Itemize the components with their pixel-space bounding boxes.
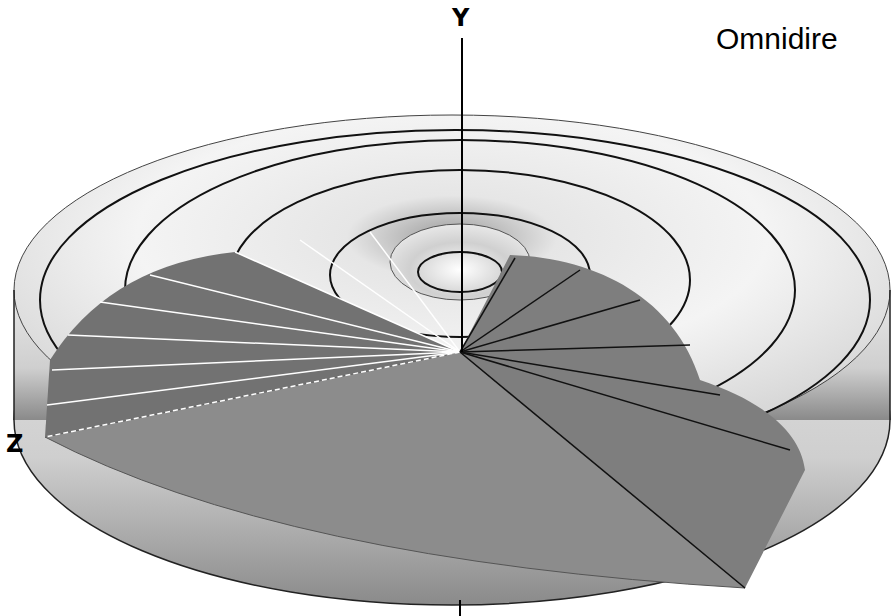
section-lines-left bbox=[45, 232, 460, 437]
pattern-title: Omnidire bbox=[716, 22, 838, 56]
axes bbox=[460, 38, 462, 616]
section-lines-right bbox=[460, 258, 790, 588]
torus-body bbox=[14, 115, 890, 605]
axis-label: Y bbox=[452, 4, 469, 32]
cutaway-section bbox=[45, 252, 805, 588]
axis-label: Z bbox=[6, 430, 23, 458]
